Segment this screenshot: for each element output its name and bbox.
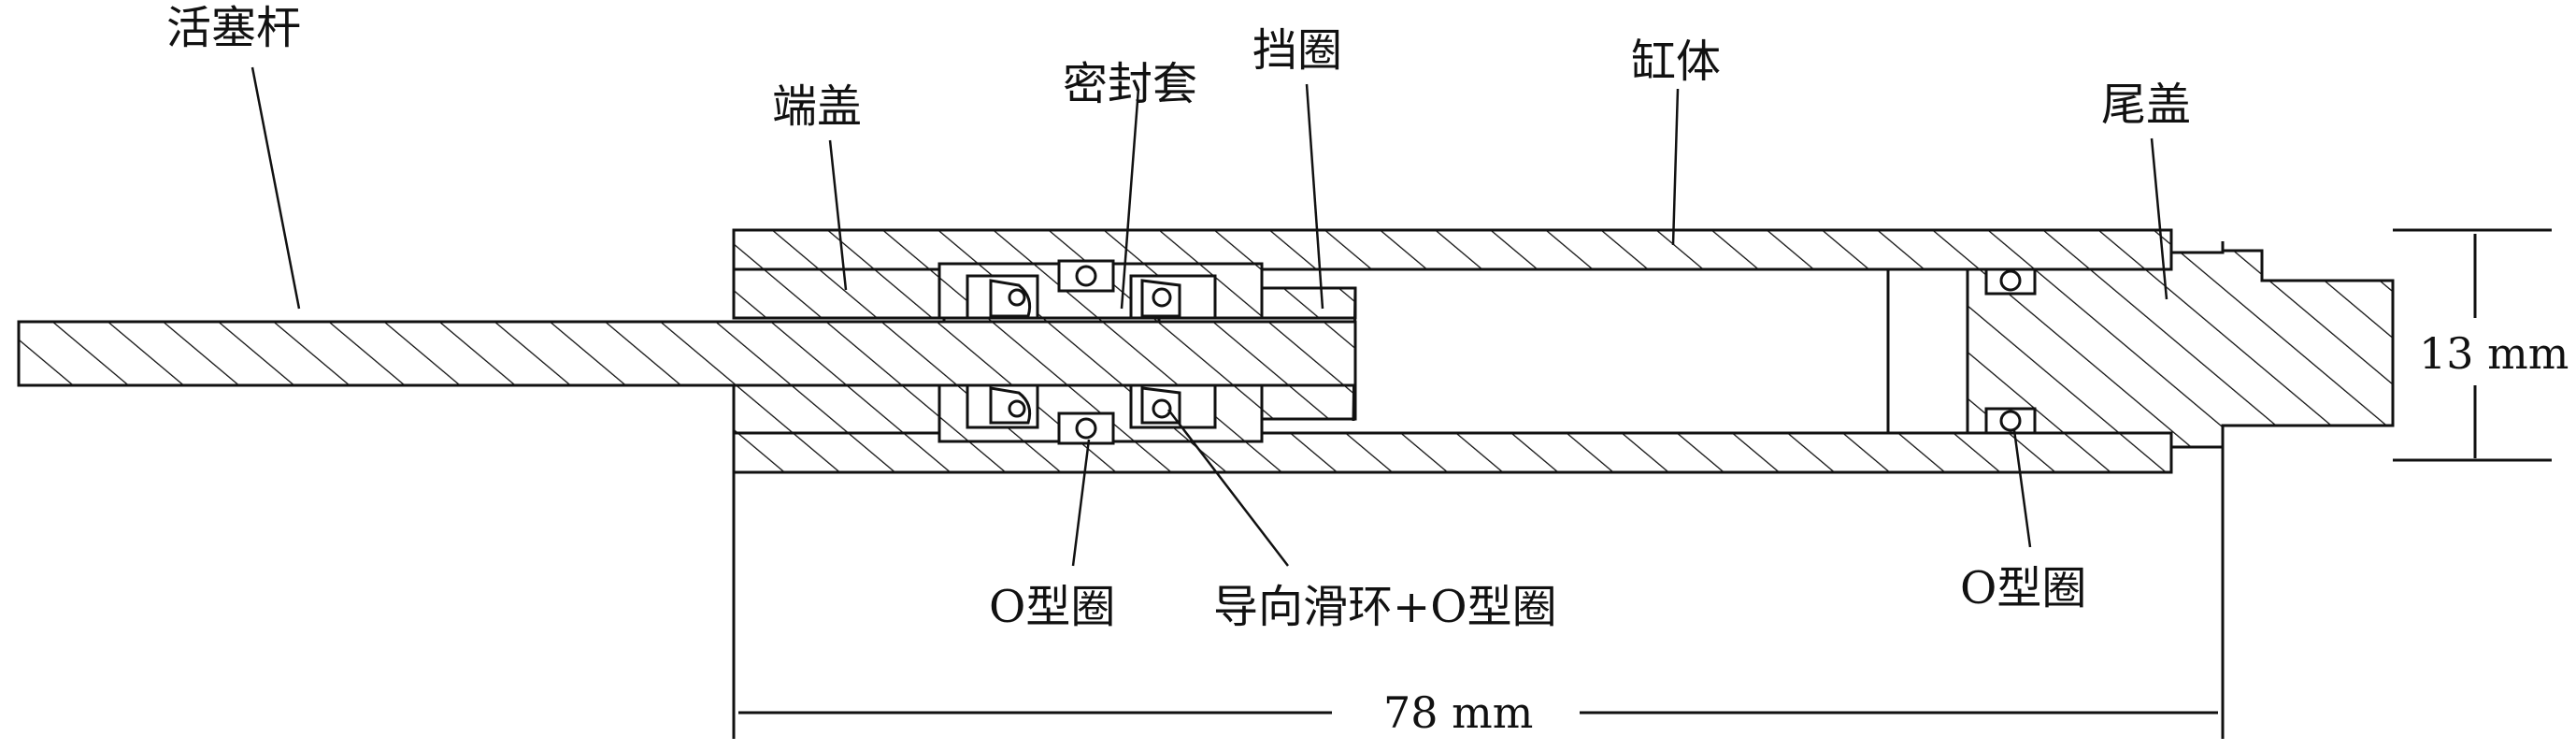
end-cap-lower (732, 383, 941, 435)
leader-cylinder-body (1671, 88, 1680, 246)
leader-end-cap (828, 139, 848, 291)
label-o-ring-right: O型圈 (1960, 562, 2086, 614)
label-o-ring-left: O型圈 (989, 581, 1115, 633)
dimension-length-label: 78 mm (1383, 687, 1533, 738)
label-cylinder-body: 缸体 (1631, 36, 1721, 88)
dimension-height-label: 13 mm (2419, 328, 2569, 379)
o-ring-icon (1152, 287, 1172, 308)
label-guide-ring-o-ring: 导向滑环+O型圈 (1213, 581, 1557, 633)
retaining-ring-upper (1260, 286, 1357, 320)
label-seal-sleeve: 密封套 (1063, 58, 1197, 110)
label-piston-rod: 活塞杆 (166, 2, 301, 54)
seal-lip-icon (1140, 279, 1181, 318)
o-ring-icon (1008, 399, 1026, 418)
tail-cap (1966, 241, 2395, 449)
leader-retaining-ring (1305, 83, 1324, 310)
piston-block (1886, 267, 1969, 435)
leader-seal-sleeve (1120, 88, 1140, 310)
o-ring-icon (1075, 417, 1097, 440)
o-ring-icon (1999, 269, 2022, 292)
seal-lip-icon (989, 279, 1032, 318)
leader-piston-rod (250, 66, 301, 310)
seal-groove-2 (1129, 274, 1217, 320)
leader-guide-ring (1167, 409, 1289, 567)
o-ring-icon (1075, 265, 1097, 287)
label-retaining-ring: 挡圈 (1252, 24, 1342, 77)
label-tail-cap: 尾盖 (2101, 79, 2191, 131)
leader-tail-cap (2150, 137, 2168, 300)
end-cap-upper (732, 267, 941, 320)
seal-groove-3 (966, 383, 1039, 429)
leader-o-ring-left (1071, 439, 1091, 567)
leader-o-ring-right (2012, 429, 2032, 548)
o-ring-icon (1999, 410, 2022, 432)
retaining-ring-lower (1260, 383, 1357, 421)
piston-rod (17, 320, 1357, 387)
label-end-cap: 端盖 (772, 80, 862, 133)
o-ring-icon (1152, 398, 1172, 419)
seal-lip-icon (989, 386, 1032, 425)
o-ring-icon (1008, 288, 1026, 307)
